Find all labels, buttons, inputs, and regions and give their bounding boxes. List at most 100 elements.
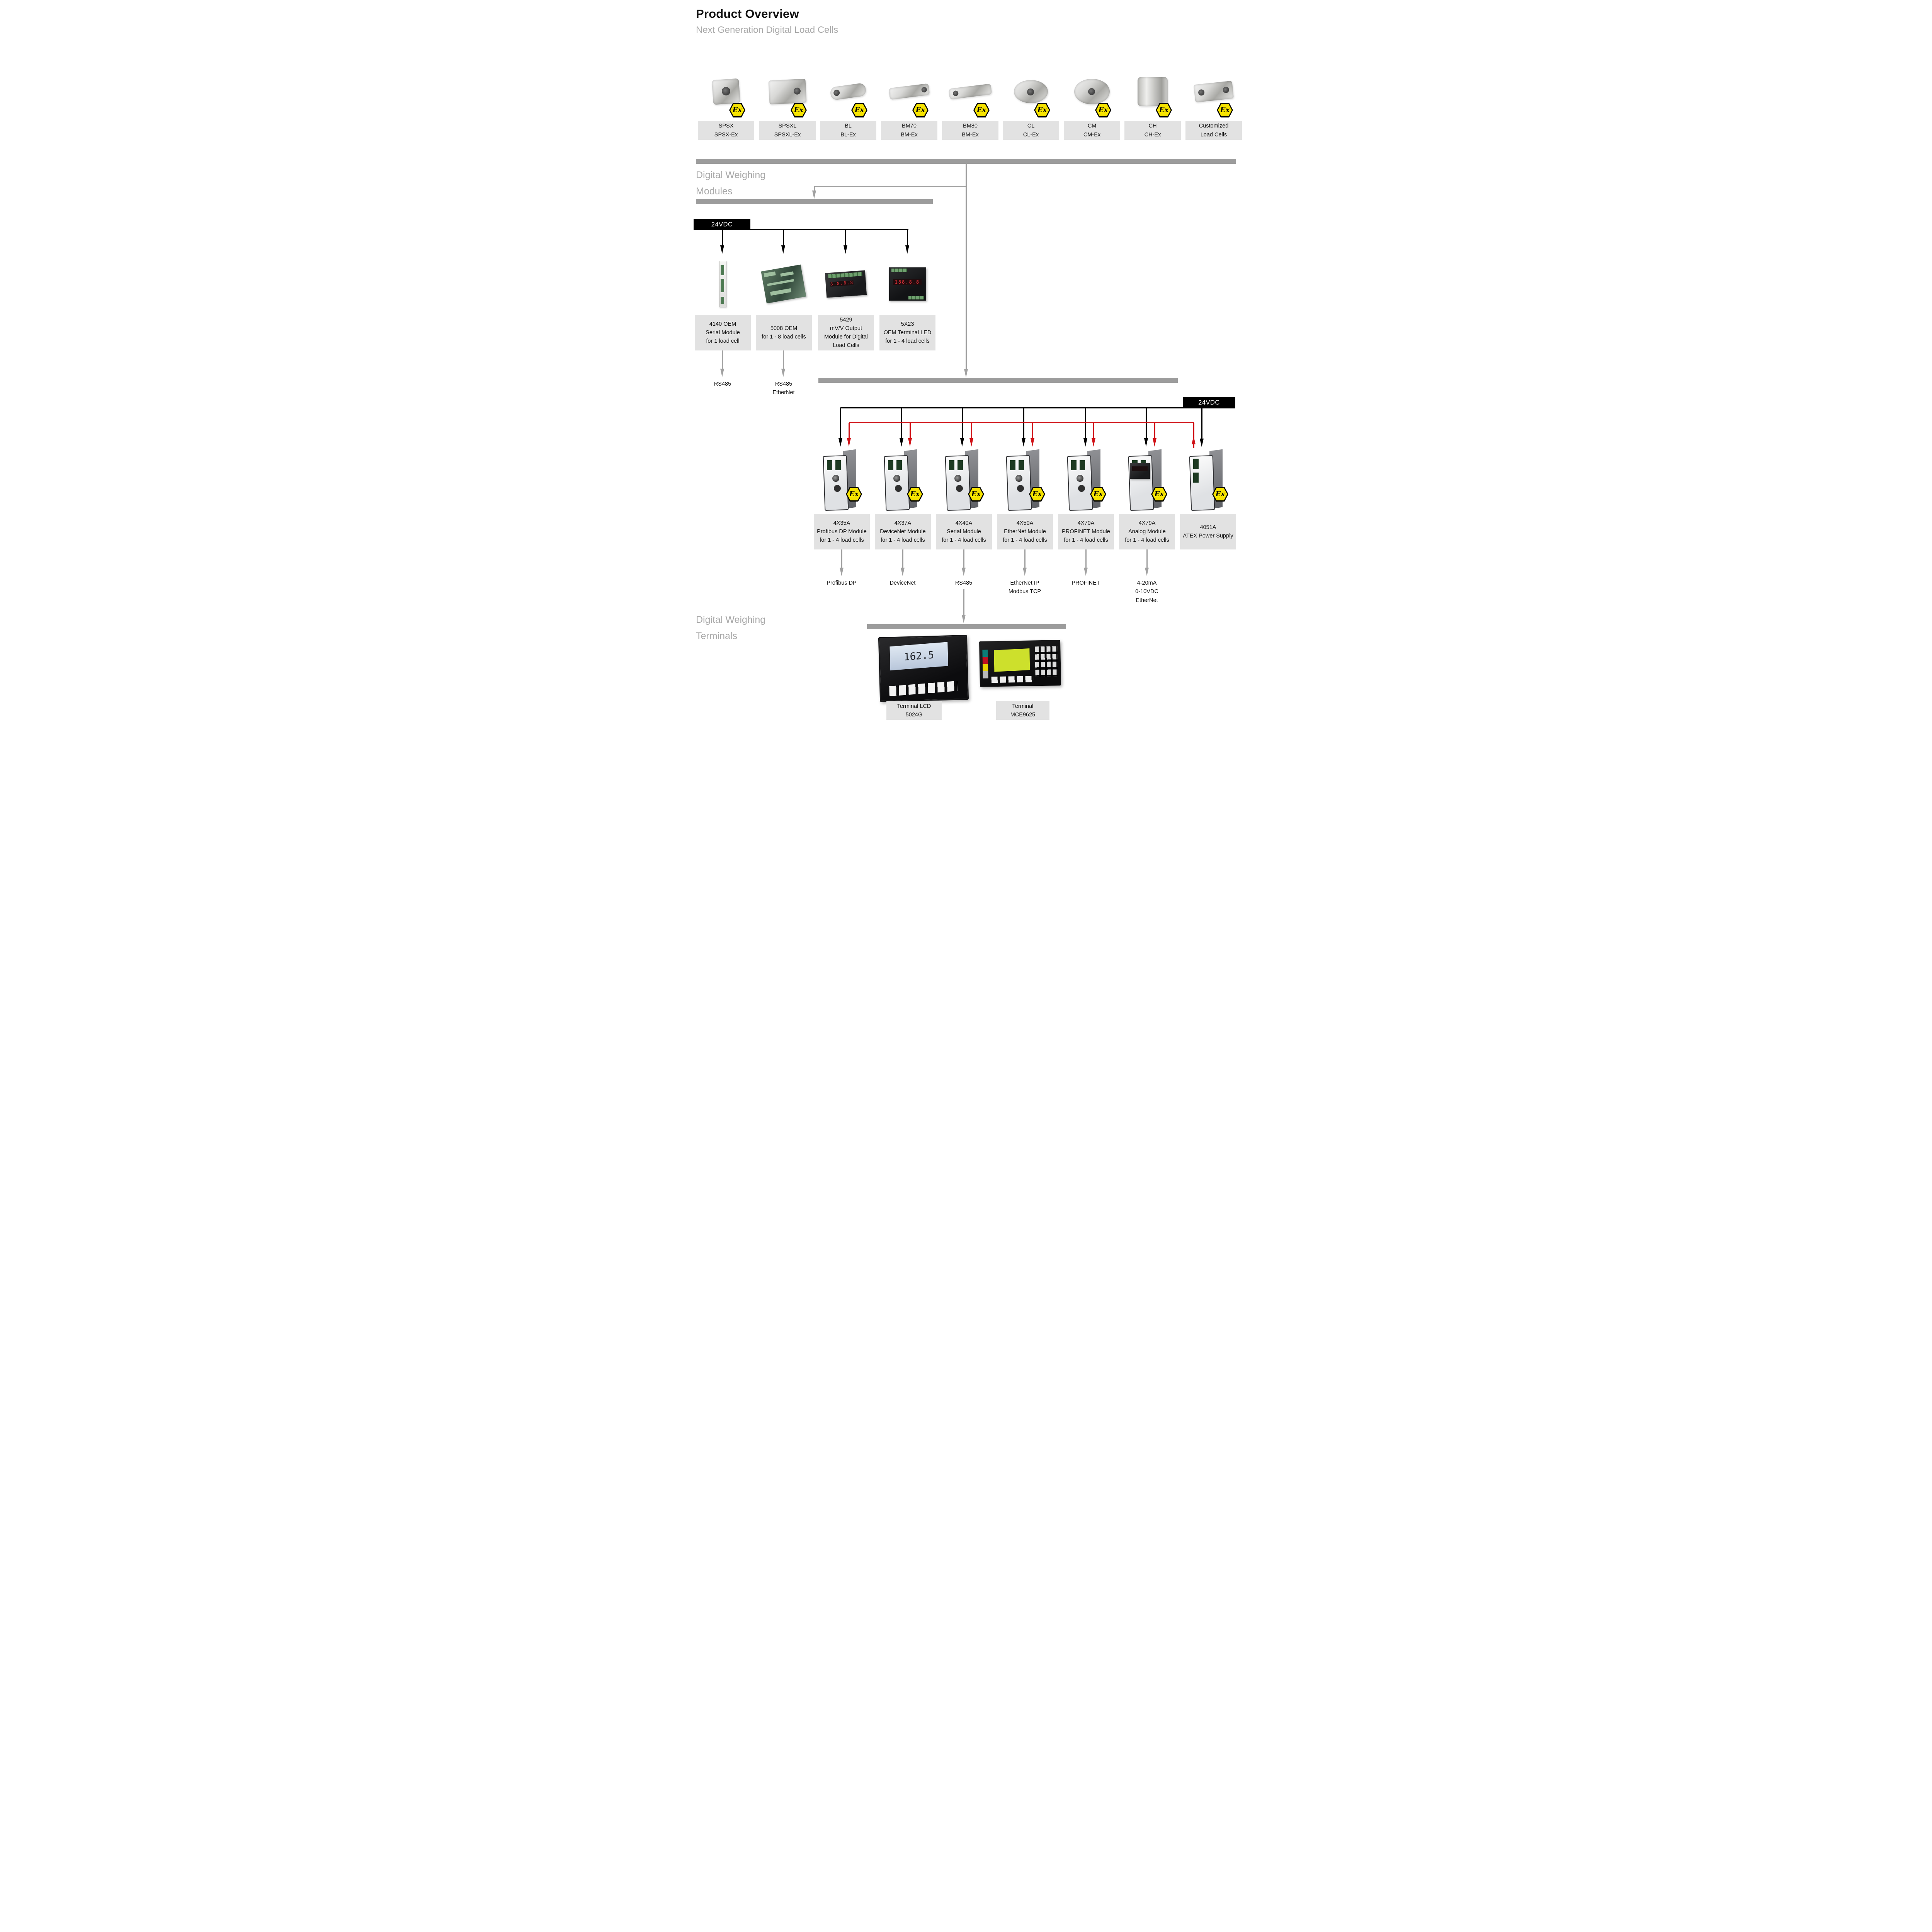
oem-photo-5008 [760, 256, 807, 312]
atex-ex-icon-bg [908, 488, 922, 500]
connector-bus-arrow [964, 359, 968, 378]
supply-bus-red [849, 422, 1194, 423]
arrow-head-up [1192, 436, 1196, 444]
atex-ex-icon: Ex [1212, 487, 1228, 502]
arrow-head [812, 190, 816, 199]
oem-output-4140: RS485 [714, 381, 731, 387]
loadcell-image [948, 83, 992, 100]
bus-section-bar [818, 378, 1178, 383]
power-24vdc-left: 24VDC [694, 219, 750, 230]
module-label-4x37a: 4X37A DeviceNet Module for 1 - 4 load ce… [875, 514, 931, 549]
arrow-head [1083, 438, 1088, 447]
atex-ex-icon-label: Ex [1220, 105, 1230, 114]
arrow-head [1031, 438, 1035, 447]
oem-label-text: 4140 OEM Serial Module for 1 load cell [706, 321, 740, 345]
loadcell-image [888, 83, 930, 100]
atex-ex-icon-label: Ex [915, 105, 925, 114]
terminal-function-keys [982, 650, 988, 679]
module-label-4051a: 4051A ATEX Power Supply [1180, 514, 1236, 549]
atex-ex-icon-bg [1035, 104, 1049, 116]
supply-drop-4x70a [1092, 423, 1096, 447]
rs485-to-terminals-arrow [962, 589, 966, 623]
oem-label-text: 5008 OEM for 1 - 8 load cells [762, 325, 806, 340]
atex-ex-icon: Ex [912, 103, 929, 117]
loadcell-image [1074, 79, 1110, 104]
page-title: Product Overview [696, 7, 799, 20]
module-label-4x79a: 4X79A Analog Module for 1 - 4 load cells [1119, 514, 1175, 549]
loadcell-label-text: SPSXL SPSXL-Ex [774, 123, 801, 138]
supply-drop-4x40a [969, 423, 974, 447]
atex-ex-icon-bg [852, 104, 866, 116]
arrow-head [1092, 438, 1096, 447]
supply-drop-4x79a [1153, 423, 1157, 447]
oem-label-text: 5X23 OEM Terminal LED for 1 - 4 load cel… [883, 321, 932, 345]
arrow-head [908, 438, 912, 447]
loadcell-label-text: BM70 BM-Ex [901, 123, 918, 138]
arrow-head [1022, 438, 1026, 447]
arrow-head [962, 615, 966, 623]
atex-ex-icon: Ex [846, 487, 862, 502]
module-photo-4051a: Ex [1187, 448, 1229, 513]
din-module-image [883, 449, 922, 511]
loadcell-label-text: CM CM-Ex [1083, 123, 1101, 138]
supply-riser-4051a [1192, 423, 1196, 448]
loadcell-image [1193, 80, 1234, 103]
arrow-head [964, 369, 968, 378]
oem-photo-4140 [699, 256, 746, 312]
module-output-arrow-4x50a [1023, 549, 1027, 576]
module-label-4x40a: 4X40A Serial Module for 1 - 4 load cells [936, 514, 992, 549]
loadcell-label-spsx: SPSX SPSX-Ex [698, 121, 754, 140]
supply-drop-4x35a [847, 423, 851, 447]
loadcell-image [768, 78, 807, 105]
arrow-head [844, 245, 848, 254]
arrow-head [1144, 438, 1148, 447]
power-drop-4x70a [1083, 408, 1088, 447]
arrow-head [838, 438, 843, 447]
arrow-head [720, 369, 724, 377]
module-output-arrow-4x35a [840, 549, 844, 576]
loadcell-photo-bl: Ex [818, 63, 878, 121]
led-display: 8.8.8.8 [830, 280, 854, 287]
module-label-text: 4X37A DeviceNet Module for 1 - 4 load ce… [880, 520, 926, 544]
module-output-arrow-4x40a [962, 549, 966, 576]
loadcell-photo-bm70: Ex [879, 63, 939, 121]
loadcell-label-customized: Customized Load Cells [1185, 121, 1242, 140]
supply-drop-4x37a [908, 423, 912, 447]
atex-ex-icon: Ex [1029, 487, 1045, 502]
atex-ex-icon-label: Ex [971, 490, 981, 498]
oem-section-bar [696, 199, 933, 204]
module-photo-4x35a: Ex [820, 448, 863, 513]
power-drop-4x79a [1144, 408, 1148, 447]
arrow-head [905, 245, 910, 254]
atex-ex-icon-bg [1157, 104, 1171, 116]
loadcell-photo-cm: Ex [1062, 63, 1122, 121]
module-output-4x40a: RS485 [955, 580, 973, 586]
loadcell-photo-bm80: Ex [940, 63, 1000, 121]
section-divider-bar-top [696, 159, 1236, 164]
atex-ex-icon: Ex [1034, 103, 1050, 117]
loadcell-label-text: BL BL-Ex [840, 123, 856, 138]
loadcell-label-text: CL CL-Ex [1023, 123, 1039, 138]
atex-ex-icon-bg [1096, 104, 1110, 116]
terminal-label-text: Terminal MCE9625 [1010, 703, 1036, 718]
terminal-label-mce9625: Terminal MCE9625 [996, 701, 1049, 720]
arrow-head [1084, 568, 1088, 576]
loadcell-image [1014, 80, 1048, 103]
loadcell-image [711, 78, 741, 105]
power-drop-4x37a [900, 408, 904, 447]
atex-ex-icon: Ex [1156, 103, 1172, 117]
atex-ex-icon-label: Ex [1159, 105, 1169, 114]
module-output-arrow-4x70a [1084, 549, 1088, 576]
arrow-head [720, 245, 724, 254]
arrow-head [960, 438, 964, 447]
power-drop-5429 [844, 230, 848, 254]
module-label-text: 4X70A PROFINET Module for 1 - 4 load cel… [1062, 520, 1110, 544]
atex-ex-icon-label: Ex [1154, 490, 1164, 498]
arrow-head [781, 245, 786, 254]
module-output-4x50a: EtherNet IP Modbus TCP [1008, 580, 1041, 595]
loadcell-photo-ch: Ex [1122, 63, 1183, 121]
atex-ex-icon-bg [1152, 488, 1166, 500]
power-drop-5008 [781, 230, 786, 254]
atex-ex-icon: Ex [907, 487, 923, 502]
module-output-4x35a: Profibus DP [827, 580, 857, 586]
